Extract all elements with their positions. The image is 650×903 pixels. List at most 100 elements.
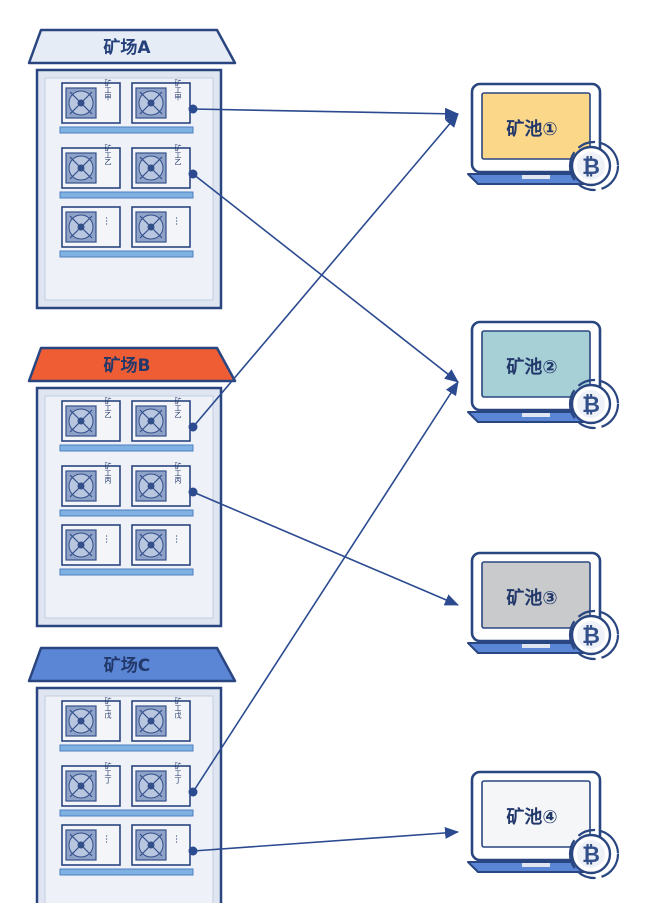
rig-shelf: [59, 444, 194, 452]
connector-dot: [188, 787, 198, 797]
rig-label: 矿工戊: [174, 697, 182, 720]
rig-label: 矿工丙: [104, 462, 112, 485]
rig-shelf: [59, 191, 194, 199]
connector-dot: [188, 422, 198, 432]
arrow-line: [192, 491, 459, 606]
fan-icon: [65, 770, 97, 802]
connector-dot: [188, 487, 198, 497]
bitcoin-coin-icon: ₿: [568, 378, 620, 430]
fan-icon: [65, 705, 97, 737]
rig-label: 矿工甲: [104, 79, 112, 102]
laptop-icon: [467, 82, 605, 185]
rig-label: …: [103, 535, 113, 544]
connection-arrow: [188, 113, 459, 432]
farm-roof: [27, 28, 237, 65]
rig-shelf: [59, 509, 194, 517]
mining-farm: 矿场A矿工甲矿工甲矿工乙矿工乙……: [27, 28, 237, 310]
mining-rig: 矿工丁: [131, 762, 191, 807]
rig-shelf: [59, 568, 194, 576]
rig-label: 矿工丙: [174, 462, 182, 485]
mining-rig: …: [61, 206, 121, 248]
rig-label: …: [173, 835, 183, 844]
laptop-icon: [467, 551, 605, 654]
mining-rig: …: [131, 206, 191, 248]
farm-title: 矿场B: [104, 355, 151, 376]
pool-name: 矿池①: [506, 118, 557, 140]
fan-icon: [65, 529, 97, 561]
fan-icon: [135, 405, 167, 437]
connector-dot: [188, 104, 198, 114]
connector-dot: [188, 846, 198, 856]
mining-rig: 矿工乙: [61, 397, 121, 442]
mining-farm: 矿场C矿工戊矿工戊矿工丁矿工丁……: [27, 646, 237, 903]
pool-name: 矿池②: [506, 356, 557, 378]
mining-rig: 矿工甲: [61, 79, 121, 124]
rig-label: 矿工丁: [104, 762, 112, 784]
mining-rig: 矿工乙: [131, 397, 191, 442]
fan-icon: [135, 87, 167, 119]
pool-name: 矿池③: [506, 587, 557, 609]
rig-label: 矿工戊: [104, 697, 112, 720]
rig-label: 矿工乙: [104, 144, 112, 166]
rig-label: 矿工乙: [104, 397, 112, 419]
mining-rig: …: [61, 824, 121, 866]
fan-icon: [65, 87, 97, 119]
fan-icon: [135, 152, 167, 184]
rig-label: …: [103, 835, 113, 844]
mining-rig: 矿工乙: [61, 144, 121, 189]
bitcoin-coin-icon: ₿: [568, 140, 620, 192]
bitcoin-symbol: ₿: [582, 843, 600, 868]
fan-icon: [135, 829, 167, 861]
fan-icon: [135, 470, 167, 502]
mining-rig: 矿工丙: [61, 462, 121, 507]
mining-rig: 矿工戊: [61, 697, 121, 742]
mining-pool: 矿池③ ₿: [467, 551, 620, 661]
fan-icon: [135, 705, 167, 737]
fan-icon: [65, 470, 97, 502]
mining-rig: 矿工丁: [61, 762, 121, 807]
mining-pool: 矿池① ₿: [467, 82, 620, 192]
farm-roof: [27, 646, 237, 683]
rig-label: 矿工乙: [174, 397, 182, 419]
mining-pools: 矿池① ₿ 矿池② ₿ 矿池③ ₿ 矿池④ ₿: [467, 82, 620, 880]
connection-arrow: [188, 487, 459, 606]
fan-icon: [65, 152, 97, 184]
farm-roof: [27, 346, 237, 383]
connection-arrow: [188, 826, 459, 856]
laptop-icon: [467, 770, 605, 873]
mining-pool: 矿池② ₿: [467, 320, 620, 430]
rig-shelf: [59, 744, 194, 752]
arrow-line: [192, 173, 459, 383]
mining-rig: …: [131, 524, 191, 566]
connection-arrow: [188, 104, 459, 120]
rig-label: …: [103, 217, 113, 226]
laptop-screen: [481, 330, 591, 398]
arrow-line: [192, 826, 459, 852]
mining-pool: 矿池④ ₿: [467, 770, 620, 880]
connection-lines: [188, 104, 459, 856]
bitcoin-coin-icon: ₿: [568, 609, 620, 661]
laptop-screen: [481, 561, 591, 629]
arrow-line: [192, 107, 459, 120]
fan-icon: [65, 405, 97, 437]
pool-name: 矿池④: [506, 806, 557, 828]
farm-title: 矿场A: [103, 37, 151, 58]
rig-shelf: [59, 126, 194, 134]
bitcoin-symbol: ₿: [582, 624, 600, 649]
mining-rig: 矿工戊: [131, 697, 191, 742]
arrow-line: [192, 381, 459, 793]
rig-label: 矿工丁: [174, 762, 182, 784]
mining-farms: 矿场A矿工甲矿工甲矿工乙矿工乙……矿场B矿工乙矿工乙矿工丙矿工丙……矿场C矿工戊…: [27, 28, 237, 903]
mining-rig: …: [61, 524, 121, 566]
rig-label: 矿工甲: [174, 79, 182, 102]
bitcoin-symbol: ₿: [582, 393, 600, 418]
rig-shelf: [59, 868, 194, 876]
fan-icon: [65, 829, 97, 861]
bitcoin-coin-icon: ₿: [568, 828, 620, 880]
mining-rig: 矿工甲: [131, 79, 191, 124]
fan-icon: [135, 211, 167, 243]
mining-rig: 矿工丙: [131, 462, 191, 507]
fan-icon: [135, 529, 167, 561]
